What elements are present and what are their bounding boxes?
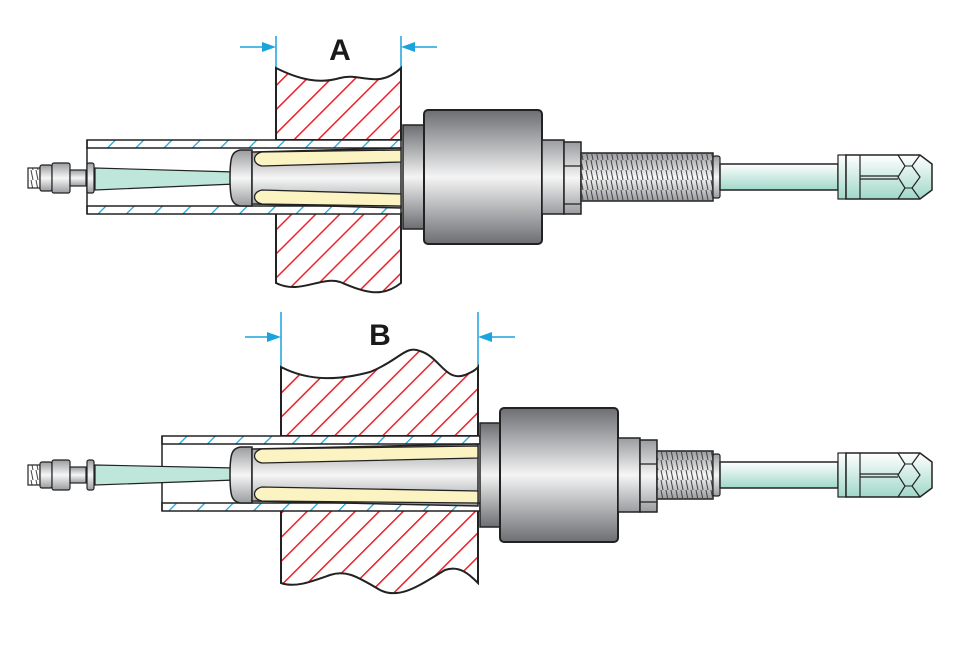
rod-end-nut — [27, 459, 95, 491]
collet-head — [229, 446, 253, 504]
view-a-assembly: A — [27, 34, 933, 294]
sleeve-top-wall — [86, 139, 402, 149]
collet-head — [229, 149, 253, 207]
sleeve-top-wall — [161, 435, 481, 445]
dimension-label-b: B — [369, 319, 391, 352]
collet-finger-top — [253, 445, 479, 464]
hex-nut — [639, 439, 658, 513]
wall-section-a-top — [275, 65, 402, 141]
spacer-ring — [402, 124, 426, 230]
collar — [541, 139, 565, 215]
view-b-assembly: B — [27, 312, 933, 595]
wall-section-b-top — [280, 348, 479, 437]
dimension-label-a: A — [329, 34, 351, 67]
tie-rod — [94, 167, 236, 191]
drive-shaft — [719, 461, 839, 489]
support-cylinder — [423, 109, 543, 245]
dimension-a: A — [240, 34, 437, 68]
hex-drive-end — [837, 452, 933, 498]
collet-finger-bottom — [253, 189, 402, 207]
hex-drive-end — [837, 154, 933, 200]
tie-rod — [94, 464, 236, 486]
rod-end-nut — [27, 162, 95, 194]
dimension-b: B — [245, 312, 515, 366]
spacer-ring — [479, 422, 503, 528]
collar — [617, 437, 641, 513]
collet-finger-bottom — [253, 486, 479, 504]
drive-shaft — [719, 163, 839, 191]
support-cylinder — [499, 407, 619, 543]
wall-section-b-bottom — [280, 509, 479, 595]
wall-section-a-bottom — [275, 212, 402, 294]
collet-finger-top — [253, 149, 402, 167]
hex-nut — [563, 141, 582, 215]
